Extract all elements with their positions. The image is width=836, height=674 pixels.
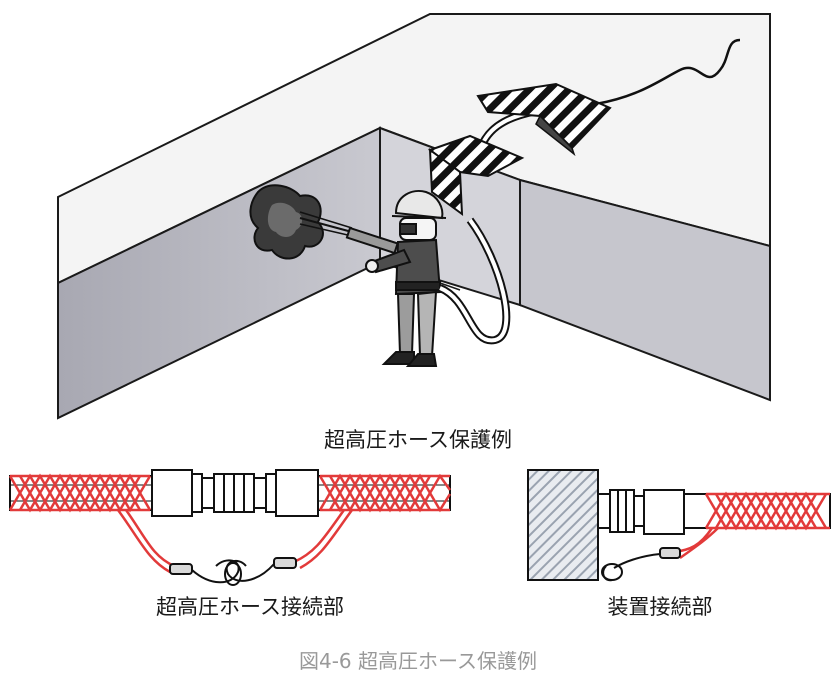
hose-cover-icon bbox=[427, 82, 612, 217]
figure-caption: 図4-6 超高圧ホース保護例 bbox=[298, 649, 538, 673]
worker-icon bbox=[345, 190, 447, 367]
caption-hose-protection-example: 超高圧ホース保護例 bbox=[324, 428, 512, 452]
wall-right bbox=[519, 178, 771, 402]
caption-hose-joint: 超高圧ホース接続部 bbox=[156, 595, 344, 619]
water-jet-icon bbox=[249, 184, 353, 260]
caption-device-joint: 装置接続部 bbox=[607, 595, 713, 619]
hose-joint-diagram bbox=[8, 469, 452, 586]
shackle-icon bbox=[601, 547, 681, 582]
device-joint-diagram bbox=[527, 469, 831, 582]
device-block bbox=[527, 469, 599, 581]
shackle-icon bbox=[169, 557, 297, 586]
